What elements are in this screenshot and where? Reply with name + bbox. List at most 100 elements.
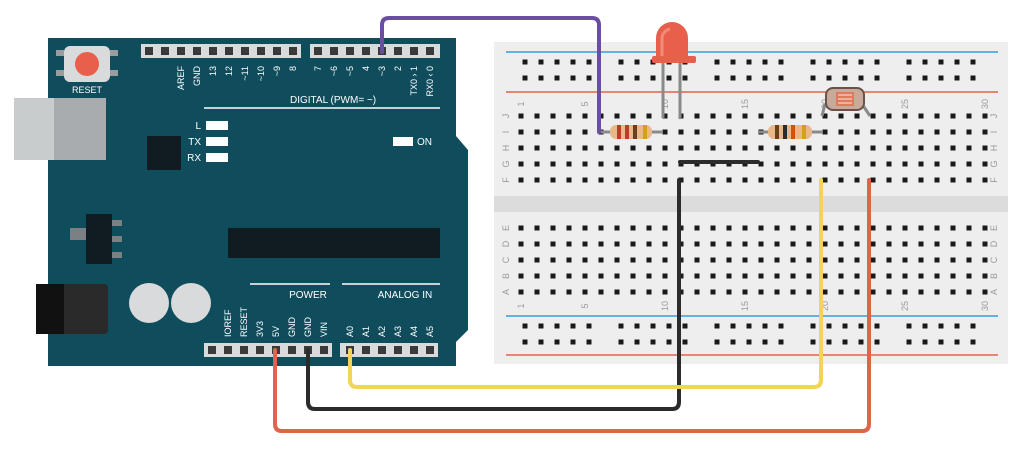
breadboard-hole <box>950 257 956 263</box>
breadboard-hole <box>618 59 624 65</box>
breadboard-hole <box>538 75 544 81</box>
main-chip <box>228 228 440 258</box>
header-hole <box>346 47 354 55</box>
header-hole <box>320 346 328 354</box>
breadboard-hole <box>694 113 700 119</box>
breadboard-hole <box>650 323 656 329</box>
breadboard-hole <box>746 339 752 345</box>
digital-pin-label: 4 <box>361 66 371 71</box>
power-pin-label: VIN <box>319 322 329 337</box>
breadboard-hole <box>710 273 716 279</box>
breadboard-hole <box>598 161 604 167</box>
breadboard-hole <box>806 225 812 231</box>
breadboard-hole <box>838 129 844 135</box>
breadboard-hole <box>822 273 828 279</box>
breadboard-hole <box>966 289 972 295</box>
analog-pin-label: A5 <box>425 326 435 337</box>
breadboard-hole <box>634 323 640 329</box>
digital-pin-label: GND <box>192 66 202 87</box>
breadboard-hole <box>870 161 876 167</box>
breadboard-hole <box>646 241 652 247</box>
breadboard-hole <box>938 75 944 81</box>
breadboard-hole <box>614 289 620 295</box>
breadboard-hole <box>714 323 720 329</box>
breadboard-hole <box>614 177 620 183</box>
breadboard-row-letter: B <box>989 273 999 279</box>
breadboard-hole <box>630 241 636 247</box>
breadboard-hole <box>902 145 908 151</box>
breadboard-hole <box>950 177 956 183</box>
breadboard-hole <box>934 241 940 247</box>
breadboard-hole <box>886 241 892 247</box>
breadboard-hole <box>858 323 864 329</box>
led-rx <box>206 153 228 162</box>
breadboard-hole <box>646 289 652 295</box>
breadboard-column-number: 1 <box>516 101 526 106</box>
breadboard-hole <box>854 113 860 119</box>
breadboard-hole <box>534 289 540 295</box>
breadboard-hole <box>918 113 924 119</box>
header-hole <box>426 346 434 354</box>
breadboard-hole <box>758 273 764 279</box>
breadboard-hole <box>742 177 748 183</box>
breadboard-hole <box>758 177 764 183</box>
analog-pin-label: A3 <box>393 326 403 337</box>
breadboard-hole <box>694 273 700 279</box>
breadboard-hole <box>854 257 860 263</box>
breadboard-hole <box>522 323 528 329</box>
breadboard-hole <box>534 177 540 183</box>
breadboard-hole <box>838 289 844 295</box>
breadboard-hole <box>518 257 524 263</box>
breadboard-hole <box>790 289 796 295</box>
breadboard-hole <box>710 225 716 231</box>
breadboard-hole <box>614 113 620 119</box>
breadboard-hole <box>726 241 732 247</box>
breadboard-row-letter: E <box>501 225 511 231</box>
breadboard-hole <box>774 113 780 119</box>
breadboard-hole <box>838 225 844 231</box>
breadboard-hole <box>630 145 636 151</box>
breadboard-hole <box>886 113 892 119</box>
breadboard-hole <box>662 129 668 135</box>
breadboard-column-number: 1 <box>516 303 526 308</box>
breadboard-hole <box>598 257 604 263</box>
breadboard-row-letter: A <box>501 289 511 295</box>
breadboard-hole <box>870 225 876 231</box>
header-hole <box>161 47 169 55</box>
header-hole <box>426 47 434 55</box>
breadboard-hole <box>934 129 940 135</box>
header-hole <box>314 47 322 55</box>
breadboard-hole <box>934 225 940 231</box>
breadboard-hole <box>902 241 908 247</box>
breadboard-hole <box>806 273 812 279</box>
breadboard-hole <box>790 113 796 119</box>
breadboard-hole <box>554 75 560 81</box>
breadboard-hole <box>874 59 880 65</box>
breadboard-hole <box>614 225 620 231</box>
breadboard-hole <box>598 177 604 183</box>
wire-5v-to-photoresistor <box>273 178 871 433</box>
breadboard-hole <box>662 177 668 183</box>
breadboard-hole <box>650 339 656 345</box>
breadboard-hole <box>662 257 668 263</box>
breadboard-hole <box>694 225 700 231</box>
analog-pin-label: A4 <box>409 326 419 337</box>
breadboard-hole <box>582 241 588 247</box>
breadboard-hole <box>838 257 844 263</box>
red-led <box>652 22 696 118</box>
breadboard-hole <box>906 59 912 65</box>
breadboard-hole <box>774 257 780 263</box>
header-hole <box>241 47 249 55</box>
breadboard-column-number: 10 <box>660 99 670 109</box>
breadboard-hole <box>938 323 944 329</box>
breadboard-hole <box>806 161 812 167</box>
breadboard-channel <box>494 196 1008 212</box>
breadboard-hole <box>694 145 700 151</box>
breadboard-hole <box>598 145 604 151</box>
breadboard-hole <box>922 339 928 345</box>
breadboard-hole <box>534 129 540 135</box>
breadboard-column-number: 30 <box>980 301 990 311</box>
breadboard-hole <box>614 241 620 247</box>
